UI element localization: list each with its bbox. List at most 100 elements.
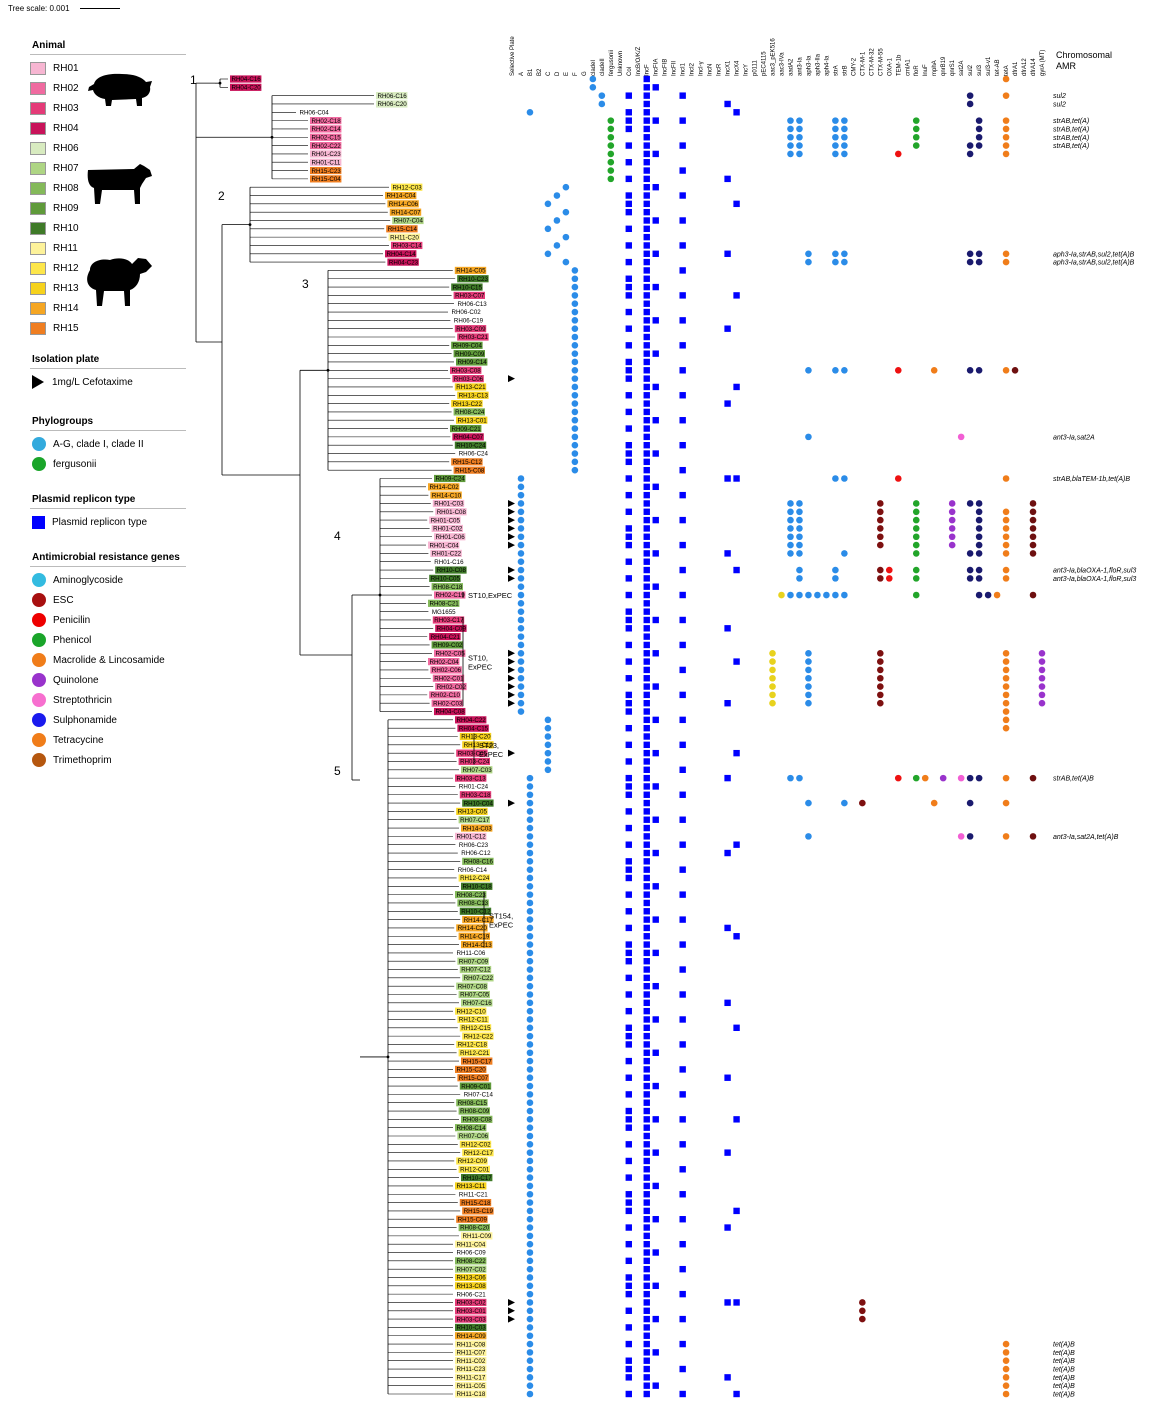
plasmid-square: [679, 691, 686, 699]
trait-dot: [517, 633, 525, 640]
color-circle-icon: [32, 713, 46, 727]
tip-label: RH01-C03: [434, 501, 464, 508]
trait-dot: [877, 500, 884, 507]
tip-label: RH11-C21: [459, 1191, 488, 1198]
plasmid-square: [679, 916, 686, 923]
legend-isolation-title: Isolation plate: [30, 352, 186, 369]
plasmid-square: [724, 849, 731, 857]
trait-dot: [787, 508, 794, 516]
plasmid-square: [643, 641, 650, 649]
trait-dot: [526, 1174, 534, 1181]
plasmid-square: [643, 899, 650, 907]
plasmid-square: [643, 575, 650, 582]
plasmid-square: [643, 1390, 650, 1398]
trait-dot: [517, 525, 525, 532]
trait-dot: [796, 575, 803, 582]
legend-item-a-g-clade-i-clade-ii: A-G, clade I, clade II: [30, 434, 186, 454]
plasmid-square: [679, 666, 686, 674]
trait-dot: [517, 591, 525, 599]
plasmid-square: [643, 1149, 650, 1156]
plasmid-square: [625, 292, 632, 299]
trait-dot: [1002, 1374, 1010, 1381]
tip-color-box: [462, 857, 494, 865]
trait-dot: [526, 916, 534, 923]
trait-dot: [769, 683, 776, 690]
tip-label: RH13-C11: [457, 1183, 486, 1190]
tip-color-box: [461, 1174, 493, 1182]
trait-dot: [805, 666, 812, 674]
legend-item-rh12: RH12: [30, 258, 186, 278]
color-swatch: [30, 321, 46, 335]
column-header: sul3-v1: [986, 56, 992, 76]
plasmid-square: [643, 250, 650, 257]
cefotaxime-triangle-icon: [508, 566, 515, 574]
color-circle-icon: [32, 633, 46, 647]
plasmid-square: [652, 383, 659, 391]
plasmid-square: [643, 225, 650, 233]
plasmid-square: [652, 1216, 659, 1223]
tip-color-box: [452, 433, 484, 441]
plasmid-square: [643, 1224, 650, 1231]
tip-label: RH15-C07: [459, 1075, 489, 1082]
trait-dot: [841, 475, 848, 482]
trait-dot: [975, 125, 983, 133]
tree-group: 12345RH04-C16RH04-C20RH06-C16RH06-C20RH0…: [190, 73, 514, 1398]
color-swatch: [30, 61, 46, 75]
tip-color-box: [457, 1015, 489, 1024]
plasmid-square: [625, 741, 632, 749]
trait-dot: [526, 1232, 534, 1240]
legend-animal-title: Animal: [30, 38, 186, 55]
trait-dot: [1029, 508, 1037, 516]
trait-dot: [607, 158, 615, 166]
trait-dot: [517, 625, 525, 632]
trait-dot: [1002, 475, 1010, 482]
plasmid-square: [679, 841, 686, 848]
color-swatch: [30, 181, 46, 195]
plasmid-square: [643, 733, 650, 740]
plasmid-square: [643, 1074, 650, 1081]
trait-dot: [562, 258, 570, 266]
cefotaxime-triangle-icon: [508, 1298, 515, 1306]
tip-label: RH06-C04: [300, 109, 330, 116]
tip-color-box: [457, 391, 489, 399]
tip-color-box: [455, 1357, 487, 1365]
column-header: G: [582, 71, 588, 76]
plasmid-square: [643, 824, 650, 832]
trait-dot: [796, 133, 803, 141]
plasmid-square: [643, 217, 650, 224]
trait-dot: [939, 774, 947, 782]
plasmid-square: [643, 1274, 650, 1281]
plasmid-square: [643, 342, 650, 349]
st-label-line: ST10,: [468, 654, 488, 663]
legend-item-label: RH10: [53, 222, 79, 234]
plasmid-square: [625, 874, 632, 882]
tip-label: RH13-C21: [456, 384, 486, 391]
trait-dot: [526, 1374, 534, 1381]
trait-dot: [894, 774, 902, 782]
tip-label: RH06-C13: [458, 301, 488, 308]
column-header: Unknown: [618, 51, 624, 76]
plasmid-square: [625, 1141, 632, 1148]
plasmid-square: [625, 1024, 632, 1031]
trait-dot: [993, 591, 1001, 599]
column-header: IncI2: [690, 62, 696, 76]
plasmid-square: [625, 1041, 632, 1048]
plasmid-square: [679, 1091, 686, 1098]
trait-dot: [877, 649, 884, 657]
tip-label: RH11-C18: [457, 1391, 486, 1398]
trait-dot: [544, 766, 552, 774]
trait-dot: [1038, 683, 1046, 690]
trait-dot: [544, 733, 552, 740]
trait-dot: [526, 1224, 534, 1231]
tip-label: RH03-C13: [457, 775, 487, 782]
st-label-line: ExPEC: [479, 750, 504, 759]
trait-dot: [841, 591, 848, 599]
trait-dot: [877, 666, 884, 674]
plasmid-square: [643, 375, 650, 382]
legend-item-macrolide-lincosamide: Macrolide & Lincosamide: [30, 650, 186, 670]
plasmid-square: [625, 367, 632, 374]
tip-label: RH14-C07: [391, 209, 421, 216]
trait-dot: [894, 150, 902, 158]
trait-dot: [526, 1324, 534, 1331]
tip-color-box: [430, 491, 462, 499]
